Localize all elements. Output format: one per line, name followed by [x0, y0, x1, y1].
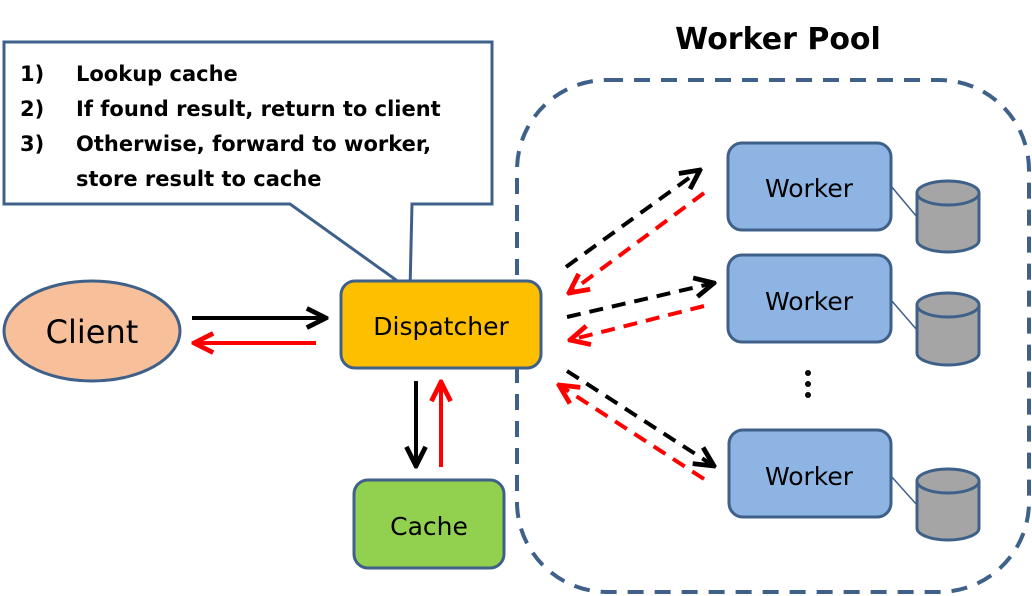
worker-node-2[interactable]: Worker — [726, 253, 893, 344]
cache-node[interactable]: Cache — [352, 478, 506, 570]
cache-box — [352, 478, 506, 570]
client-ellipse — [2, 279, 182, 383]
db-connector — [890, 475, 918, 506]
client-label: Client — [46, 313, 139, 351]
db-cylinder-body — [915, 305, 981, 367]
dispatcher-label: Dispatcher — [373, 312, 509, 341]
callout-item-2-num: 2) — [20, 97, 44, 121]
cache-label: Cache — [390, 512, 468, 541]
worker-label: Worker — [765, 174, 854, 203]
db-cylinder-top — [915, 291, 981, 319]
worker-box — [727, 428, 893, 519]
ellipsis-icon — [805, 370, 811, 398]
worker-label: Worker — [765, 287, 854, 316]
worker-pool-boundary — [515, 78, 1031, 594]
callout-item-1-text: Lookup cache — [76, 62, 238, 86]
db-cylinder-top — [915, 467, 981, 495]
worker-label: Worker — [765, 462, 854, 491]
worker-node-1[interactable]: Worker — [726, 141, 893, 232]
callout-item-3-continuation: store result to cache — [76, 167, 322, 191]
arrow-worker-3-to-dispatcher — [559, 385, 706, 481]
callout-item-3-text: Otherwise, forward to worker, — [76, 132, 431, 156]
callout-box — [2, 40, 494, 293]
arrow-dispatcher-to-worker-3 — [565, 369, 714, 466]
database-2 — [890, 291, 981, 367]
worker-node-3[interactable]: Worker — [727, 428, 893, 519]
db-connector — [890, 299, 918, 331]
arrow-worker-1-to-dispatcher — [569, 191, 706, 293]
database-1 — [890, 179, 981, 254]
client-node[interactable]: Client — [2, 279, 182, 383]
db-cylinder-top — [915, 179, 981, 207]
database-3 — [890, 467, 981, 542]
arrow-worker-2-to-dispatcher — [570, 304, 705, 340]
callout-item-3-num: 3) — [20, 132, 44, 156]
arrow-dispatcher-to-worker-1 — [564, 170, 700, 269]
db-connector — [890, 185, 918, 218]
dispatcher-box — [339, 279, 543, 370]
db-cylinder-body — [915, 481, 981, 542]
callout-item-2-text: If found result, return to client — [76, 97, 441, 121]
worker-pool-title: Worker Pool — [675, 22, 881, 57]
arrow-dispatcher-to-worker-2 — [566, 283, 714, 319]
db-cylinder-body — [915, 193, 981, 254]
callout-item-1-num: 1) — [20, 62, 44, 86]
dispatcher-node[interactable]: Dispatcher — [339, 279, 543, 370]
worker-box — [726, 253, 893, 344]
